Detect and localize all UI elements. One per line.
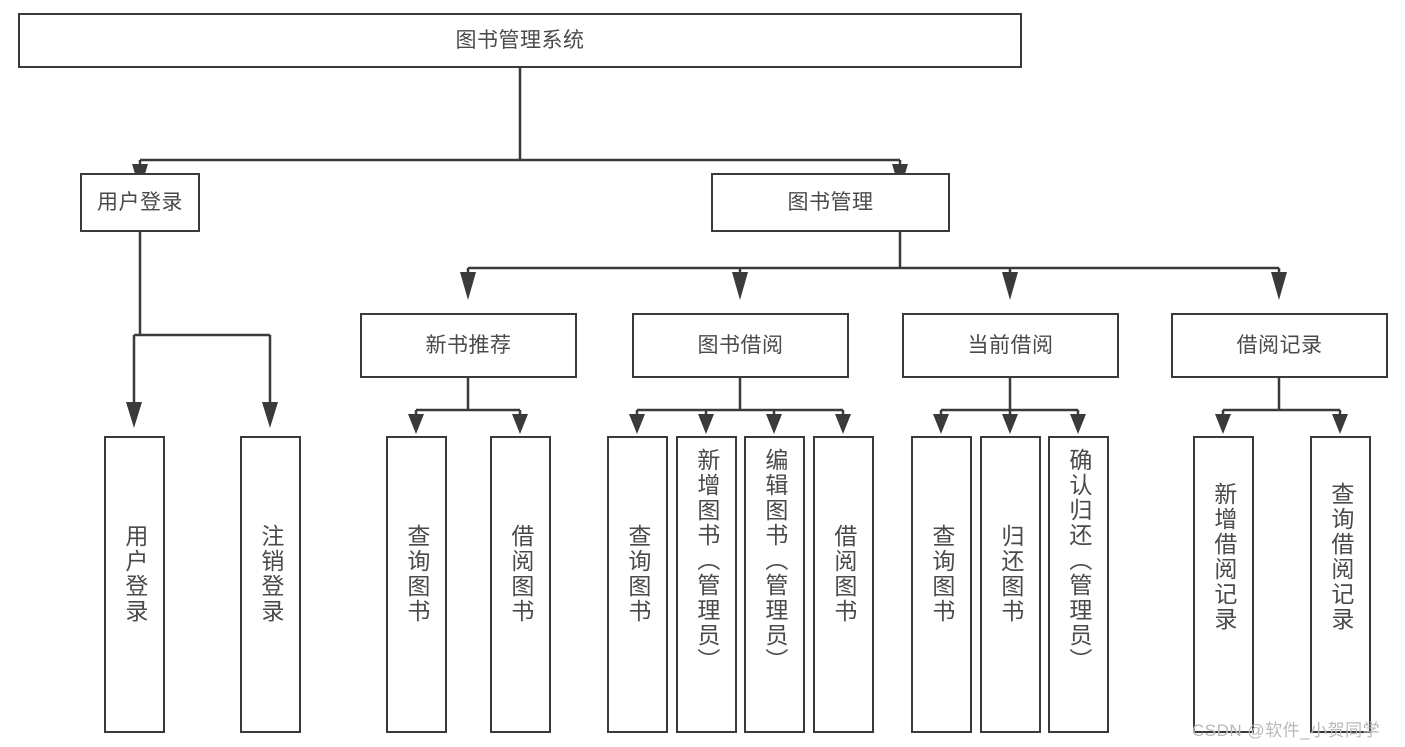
node-label: 图书管理系统 [455,28,585,52]
node-label: 借阅记录 [1236,333,1323,357]
node-current-borrow[interactable]: 当前借阅 [902,313,1119,378]
leaf-logout[interactable]: 注销登录 [240,436,301,733]
node-label: 图书借阅 [697,333,784,357]
node-user-login[interactable]: 用户登录 [80,173,200,232]
node-label: 查询图书 [624,524,651,624]
node-label: 查询图书 [403,524,430,624]
leaf-add-book-admin[interactable]: 新增图书（管理员） [676,436,737,733]
node-label: 新增图书（管理员） [693,448,720,673]
leaf-confirm-return-admin[interactable]: 确认归还（管理员） [1048,436,1109,733]
arrowhead-borrow-record-1 [1215,414,1231,434]
leaf-add-borrow-record[interactable]: 新增借阅记录 [1193,436,1254,733]
node-book-management[interactable]: 图书管理 [711,173,950,232]
node-label: 用户登录 [97,190,183,214]
node-label: 用户登录 [121,524,148,624]
node-label: 新书推荐 [425,333,512,357]
arrowhead-new-book-2 [512,414,528,434]
node-label: 归还图书 [997,524,1024,624]
arrowhead-new-book [460,272,476,300]
node-label: 借阅图书 [507,524,534,624]
node-new-book-recommend[interactable]: 新书推荐 [360,313,577,378]
arrowhead-book-borrow-1 [629,414,645,434]
node-book-borrow[interactable]: 图书借阅 [632,313,849,378]
arrowhead-current-borrow [1002,272,1018,300]
leaf-return-book[interactable]: 归还图书 [980,436,1041,733]
arrowhead-current-borrow-3 [1070,414,1086,434]
node-label: 注销登录 [257,524,284,624]
arrowheads [126,164,1348,434]
arrowhead-book-borrow-3 [766,414,782,434]
node-label: 借阅图书 [830,524,857,624]
arrowhead-borrow-record-2 [1332,414,1348,434]
leaf-borrow-book[interactable]: 借阅图书 [813,436,874,733]
arrowhead-user-login-2 [262,402,278,428]
leaf-query-book-newbook[interactable]: 查询图书 [386,436,447,733]
arrowhead-book-borrow-4 [835,414,851,434]
node-label: 确认归还（管理员） [1065,448,1092,673]
leaf-query-book-borrow[interactable]: 查询图书 [607,436,668,733]
arrowhead-new-book-1 [408,414,424,434]
node-label: 图书管理 [787,190,874,214]
node-label: 查询借阅记录 [1327,482,1354,632]
leaf-edit-book-admin[interactable]: 编辑图书（管理员） [744,436,805,733]
arrowhead-book-borrow-2 [698,414,714,434]
node-label: 新增借阅记录 [1210,482,1237,632]
node-root-library-management-system[interactable]: 图书管理系统 [18,13,1022,68]
node-label: 当前借阅 [967,333,1054,357]
arrowhead-current-borrow-1 [933,414,949,434]
node-label: 编辑图书（管理员） [761,448,788,673]
leaf-query-book-current[interactable]: 查询图书 [911,436,972,733]
leaf-user-login[interactable]: 用户登录 [104,436,165,733]
arrowhead-user-login-1 [126,402,142,428]
leaf-query-borrow-record[interactable]: 查询借阅记录 [1310,436,1371,733]
arrowhead-current-borrow-2 [1002,414,1018,434]
node-label: 查询图书 [928,524,955,624]
leaf-borrow-book-newbook[interactable]: 借阅图书 [490,436,551,733]
arrowhead-borrow-record [1271,272,1287,300]
arrowhead-book-borrow [732,272,748,300]
node-borrow-record[interactable]: 借阅记录 [1171,313,1388,378]
